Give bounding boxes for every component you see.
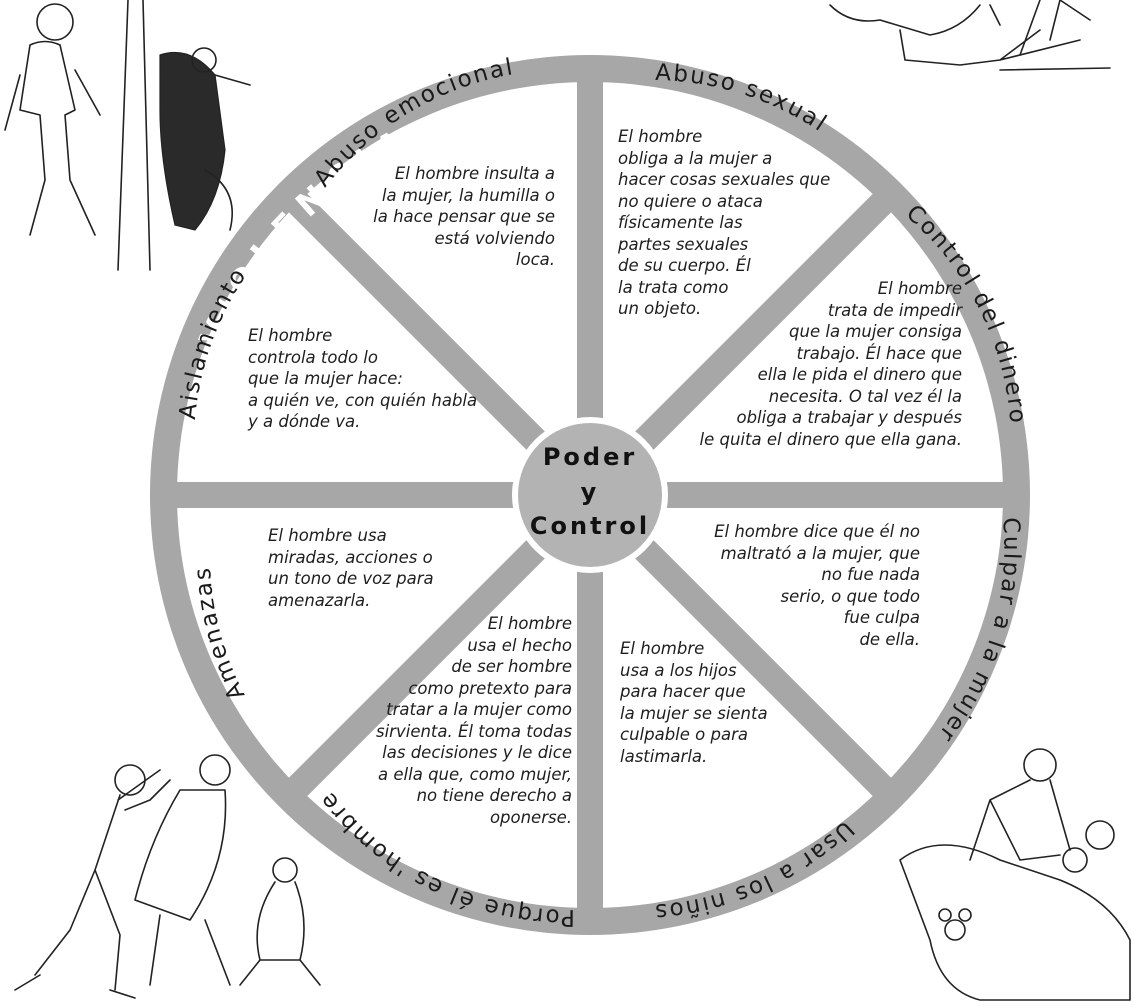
hub-line-3: Control	[530, 512, 650, 540]
hub	[518, 423, 662, 567]
text-abuso-sexual: El hombre obliga a la mujer a hacer cosa…	[618, 127, 831, 318]
text-aislamiento: El hombre controla todo lo que la mujer …	[248, 326, 478, 431]
text-porque-hombre: El hombre usa el hecho de ser hombre com…	[376, 614, 572, 827]
hub-line-2: y	[581, 478, 600, 506]
text-usar-ninos: El hombre usa a los hijos para hacer que…	[620, 639, 768, 766]
illustration-top-right	[829, 0, 1111, 71]
text-abuso-emocional: El hombre insulta a la mujer, la humilla…	[373, 164, 555, 269]
text-culpar-mujer: El hombre dice que él no maltrató a la m…	[714, 522, 920, 649]
illustration-bottom-left	[14, 754, 321, 999]
illustration-bottom-right	[899, 748, 1131, 1001]
text-amenazas: El hombre usa miradas, acciones o un ton…	[268, 526, 434, 610]
hub-line-1: Poder	[543, 443, 637, 471]
text-control-dinero: El hombre trata de impedir que la mujer …	[699, 279, 963, 449]
illustration-top-left	[4, 0, 251, 271]
